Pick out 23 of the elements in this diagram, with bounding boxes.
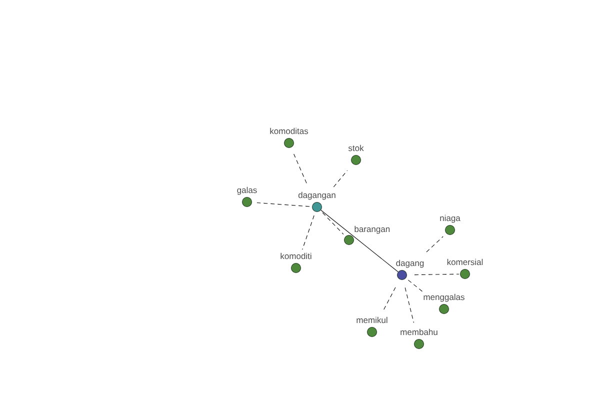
node-label: membahu <box>400 328 438 336</box>
node-label: dagang <box>396 260 424 268</box>
connector-line <box>256 202 310 207</box>
node-label: komoditi <box>280 252 312 260</box>
connector-line <box>322 212 344 235</box>
connector-line <box>294 154 307 184</box>
connector-line <box>414 274 460 276</box>
node-label: niaga <box>440 214 460 223</box>
node-label: menggalas <box>424 294 464 302</box>
node-label: stok <box>348 144 364 152</box>
connector-line <box>426 236 444 252</box>
connector-line <box>320 210 398 272</box>
node-label: komersial <box>447 258 483 266</box>
connector-line <box>382 287 396 312</box>
connector-line <box>404 287 414 323</box>
connector-line <box>333 170 348 188</box>
node-label: komoditas <box>270 128 308 134</box>
connector-line <box>302 215 314 250</box>
node-label: galas <box>237 186 257 195</box>
connector-line <box>408 280 423 292</box>
node-label: barangan <box>354 226 390 234</box>
node-label: memikul <box>356 316 388 324</box>
node-label: dagangan <box>298 192 336 200</box>
